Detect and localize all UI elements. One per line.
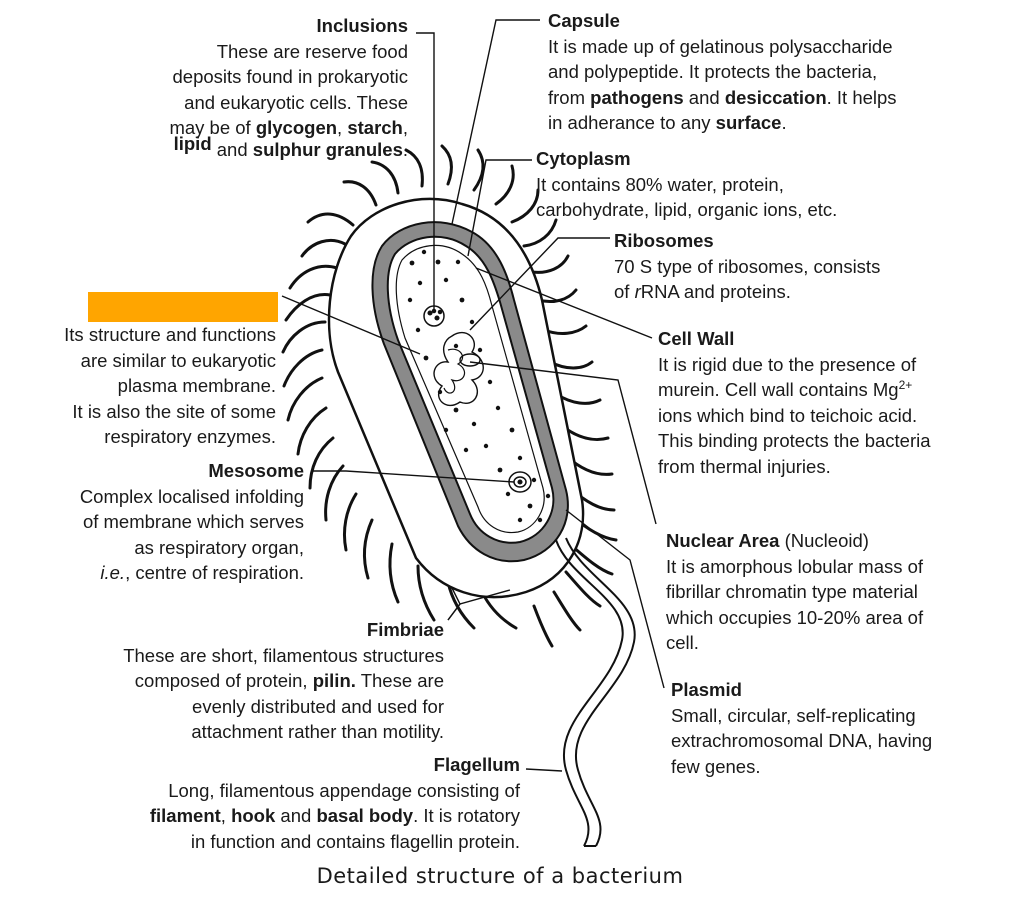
nucleoid-mass (433, 331, 484, 407)
membrane-line-4: It is also the site of some (72, 400, 276, 422)
fimbriae-line-3: evenly distributed and used for (192, 695, 444, 717)
mesosome-line-3: as respiratory organ, (134, 536, 304, 558)
plasmid-line-1: Small, circular, self-replicating (671, 704, 916, 726)
capsule-line-2: and polypeptide. It protects the bacteri… (548, 61, 878, 82)
nuclear-line-3: which occupies 10-20% area of (666, 606, 924, 628)
capsule-title: Capsule (548, 10, 620, 31)
ribosomes-line-2: of rRNA and proteins. (614, 281, 791, 302)
membrane-line-2: are similar to eukaryotic (80, 349, 276, 371)
ribosomes-title: Ribosomes (614, 230, 714, 251)
mesosome-line-2: of membrane which serves (82, 511, 304, 532)
flagellum-strands (555, 537, 636, 847)
mesosome-line-1: Complex localised infolding (79, 485, 304, 507)
fimbriae-title: Fimbriae (366, 619, 444, 640)
cellwall-line-1: It is rigid due to the presence of (658, 353, 917, 375)
nuclear-line-2: fibrillar chromatin type material (666, 581, 918, 602)
plasmid-label: Plasmid Small, circular, self-replicatin… (671, 677, 932, 779)
mesosome-fold (508, 471, 532, 493)
cytoplasm-title: Cytoplasm (536, 148, 631, 169)
inclusion-granule (423, 305, 445, 327)
fimbriae-line-1: These are short, filamentous structures (123, 644, 444, 666)
plasmid-ring (459, 353, 481, 367)
mesosome-line-4: i.e., centre of respiration. (100, 562, 304, 583)
flagellum-line-3: in function and contains flagellin prote… (190, 830, 520, 852)
capsule-line-1: It is made up of gelatinous polysacchari… (548, 35, 893, 57)
flagellum-line-1: Long, filamentous appendage consisting o… (168, 779, 520, 801)
cytoplasm-label: Cytoplasm It contains 80% water, protein… (536, 146, 837, 223)
nuclear-line-4: cell. (666, 632, 699, 653)
inclusions-line-5: lipid and sulphur granules. (173, 132, 408, 160)
cellwall-label: Cell Wall It is rigid due to the presenc… (658, 326, 931, 479)
cellwall-line-5: from thermal injuries. (658, 455, 831, 477)
plasmid-line-3: few genes. (671, 755, 761, 777)
cytoplasm-line-2: carbohydrate, lipid, organic ions, etc. (536, 199, 838, 220)
diagram-caption: Detailed structure of a bacterium (316, 864, 684, 888)
mesosome-label: Mesosome Complex localised infolding of … (20, 458, 304, 586)
cellwall-line-3: ions which bind to teichoic acid. (658, 404, 918, 426)
ribosome-dots (407, 249, 551, 523)
cellwall-line-4: This binding protects the bacteria (658, 430, 931, 451)
inclusions-line-1: These are reserve food (216, 40, 408, 62)
cytoplasm-line-1: It contains 80% water, protein, (536, 173, 784, 195)
inclusions-label: Inclusions These are reserve food deposi… (100, 13, 408, 162)
plasmid-title: Plasmid (671, 679, 742, 700)
nuclear-line-1: It is amorphous lobular mass of (666, 555, 924, 577)
nuclear-title-line: Nuclear Area (Nucleoid) (666, 530, 869, 551)
fimbriae-line-2: composed of protein, pilin. These are (134, 670, 444, 691)
ribosomes-label: Ribosomes 70 S type of ribosomes, consis… (614, 228, 880, 305)
fimbriae-label: Fimbriae These are short, filamentous st… (40, 617, 444, 745)
membrane-line-5: respiratory enzymes. (104, 426, 276, 447)
plasmid-line-2: extrachromosomal DNA, having (671, 730, 933, 751)
cellwall-line-2: murein. Cell wall contains Mg2+ (658, 377, 913, 400)
membrane-line-3: plasma membrane. (117, 375, 276, 396)
inclusions-title: Inclusions (316, 15, 409, 36)
inclusions-line-2: deposits found in prokaryotic (172, 66, 409, 87)
flagellum-title: Flagellum (433, 754, 520, 775)
capsule-line-4: in adherance to any surface. (548, 112, 787, 133)
flagellum-label: Flagellum Long, filamentous appendage co… (60, 752, 520, 854)
capsule-label: Capsule It is made up of gelatinous poly… (548, 8, 897, 136)
flagellum-line-2: filament, hook and basal body. It is rot… (149, 805, 520, 826)
capsule-line-3: from pathogens and desiccation. It helps (548, 86, 897, 108)
inclusions-line-3: and eukaryotic cells. These (184, 91, 408, 113)
fimbriae-line-4: attachment rather than motility. (191, 721, 444, 742)
membrane-line-1: Its structure and functions (64, 324, 276, 345)
highlight-box (88, 292, 278, 322)
cellwall-title: Cell Wall (658, 328, 735, 349)
ribosomes-line-1: 70 S type of ribosomes, consists (614, 255, 881, 277)
nuclear-area-label: Nuclear Area (Nucleoid) It is amorphous … (666, 528, 923, 656)
membrane-label: Its structure and functions are similar … (10, 322, 276, 450)
mesosome-title: Mesosome (208, 460, 304, 481)
leader-lines (281, 19, 665, 772)
fimbriae-hairs (281, 144, 618, 648)
inclusions-line-4: may be of glycogen, starch, (169, 117, 408, 138)
